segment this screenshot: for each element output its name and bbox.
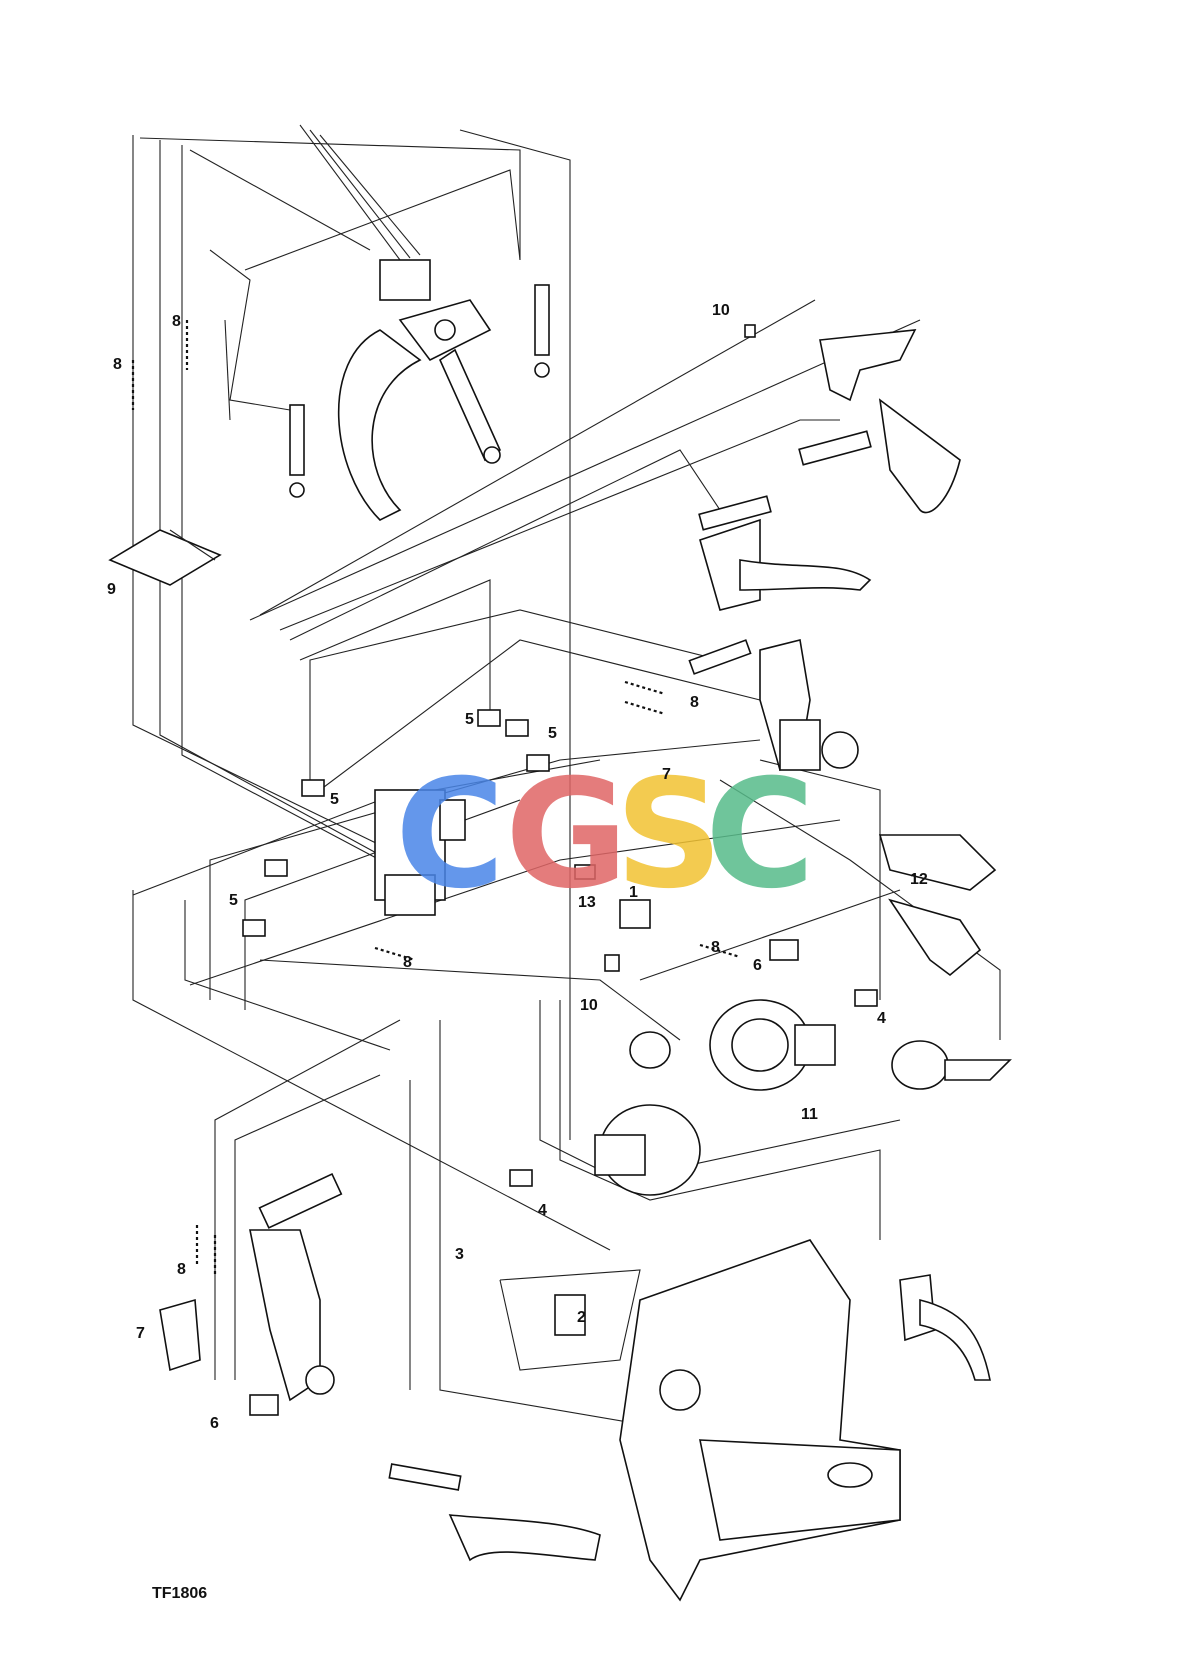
callout-8-center-right: 8 (690, 694, 699, 711)
callout-5-center-right: 5 (548, 725, 557, 742)
callout-3: 3 (455, 1246, 464, 1263)
callout-7-upper: 7 (662, 766, 671, 783)
boom-cylinders (289, 284, 550, 498)
callout-5-lower-left: 5 (229, 892, 238, 909)
callout-11: 11 (801, 1106, 818, 1123)
callout-6-lower: 6 (210, 1415, 219, 1432)
small-blocks (242, 709, 878, 1416)
callout-10-upper: 10 (712, 302, 730, 319)
upper-boom-bracket (337, 259, 502, 521)
callout-8-right: 8 (711, 939, 720, 956)
callout-7-lower: 7 (136, 1325, 145, 1342)
right-swing-frame (688, 639, 859, 772)
lower-right-arm (899, 1274, 991, 1381)
callout-8-upper-left: 8 (113, 356, 122, 373)
callout-9: 9 (107, 581, 116, 598)
watermark-letter-2: G (505, 748, 629, 922)
callout-1: 1 (629, 884, 638, 901)
hose-loop (108, 529, 222, 586)
callout-12: 12 (910, 871, 928, 888)
lower-left-swing-frame (159, 1172, 343, 1402)
swing-motor-right (878, 834, 997, 977)
callout-8-center: 8 (403, 954, 412, 971)
callout-2: 2 (577, 1309, 586, 1326)
main-chassis-frame (619, 1239, 901, 1602)
callout-8-lower-left: 8 (177, 1261, 186, 1278)
watermark-letter-3: S (615, 748, 724, 922)
callout-13: 13 (578, 894, 596, 911)
watermark-letter-1: C (395, 748, 506, 922)
callout-6-right: 6 (753, 957, 762, 974)
figure-id: TF1806 (152, 1585, 208, 1602)
control-valve-block (374, 789, 466, 916)
watermark-letter-4: C (705, 748, 816, 922)
callout-10-center: 10 (580, 997, 598, 1014)
upper-right-arms (698, 329, 961, 611)
callout-5-center: 5 (465, 711, 474, 728)
drum-motors (594, 999, 1012, 1196)
callout-4-right: 4 (877, 1010, 886, 1027)
callout-4-center: 4 (538, 1202, 547, 1219)
callout-5-left: 5 (330, 791, 339, 808)
lower-left-arm (388, 1463, 601, 1562)
callout-8-upper-mid: 8 (172, 313, 181, 330)
springs (131, 320, 741, 1275)
sensor-and-fittings (554, 324, 756, 1336)
